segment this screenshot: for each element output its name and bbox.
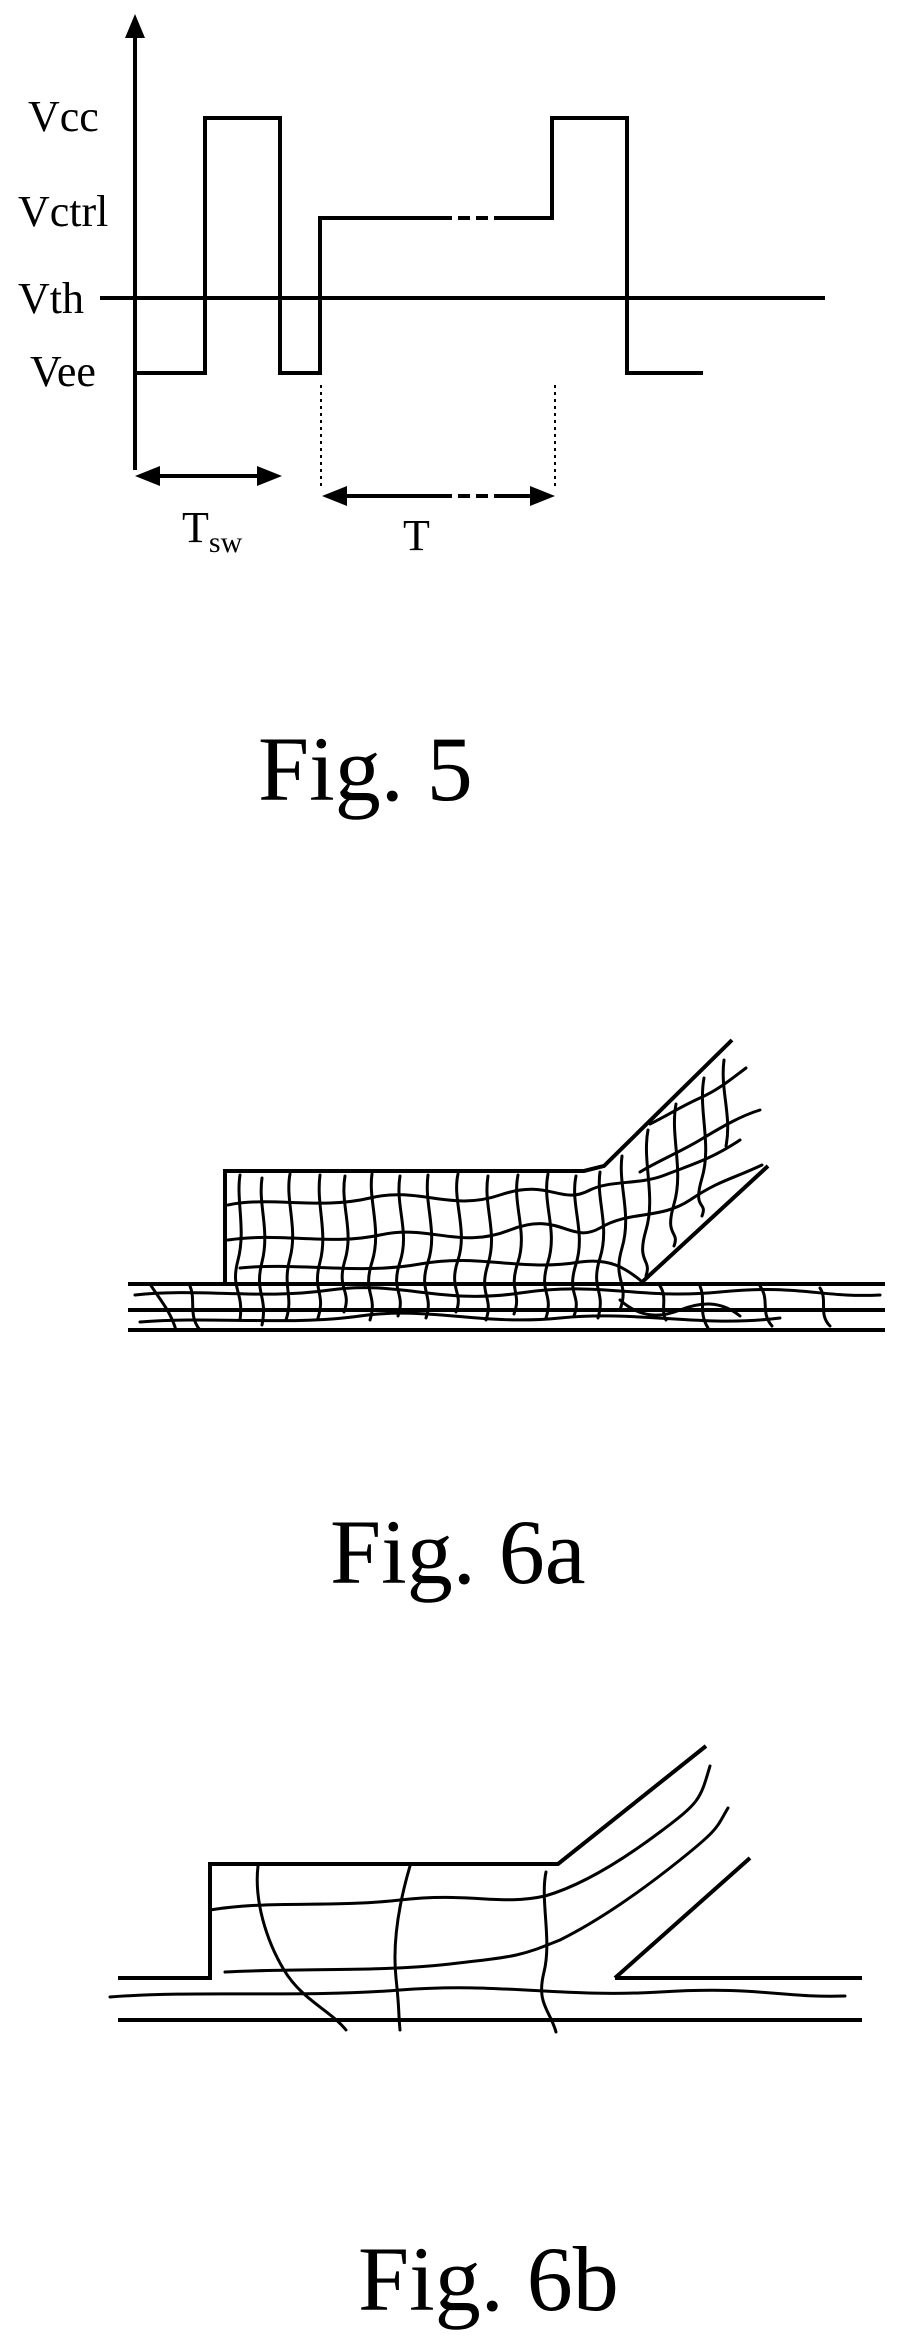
fig6a-mesh-drawing: Fig. 6a (128, 1040, 885, 1603)
fig6a-mesh-b3 (643, 1130, 650, 1276)
fig5-label-t: T (403, 511, 430, 560)
fig6a-mesh-v4 (317, 1175, 322, 1318)
fig6a-mesh-v12 (545, 1174, 552, 1318)
fig6a-mesh-s1 (150, 1284, 176, 1330)
fig6a-mesh-h4 (135, 1288, 880, 1297)
fig6a-mesh-h3 (240, 1260, 640, 1280)
fig6a-branch-lower-edge (640, 1166, 768, 1284)
fig6b-mesh-h2 (225, 1808, 728, 1972)
fig6a-mesh-v3 (286, 1174, 293, 1320)
fig5-label-vctrl: Vctrl (18, 187, 108, 236)
fig6a-mesh-v9 (455, 1174, 462, 1312)
fig5-label-tsw-sub: sw (209, 526, 243, 559)
fig6b-mesh-h1 (210, 1766, 710, 1910)
fig5-tsw-arrow-left-head-icon (135, 466, 160, 486)
fig6b-mesh-v1 (257, 1866, 346, 2030)
fig5-t-arrow-right-head-icon (530, 486, 555, 506)
fig5-tsw-arrow-right-head-icon (257, 466, 282, 486)
fig6a-caption: Fig. 6a (330, 1501, 586, 1603)
fig6a-mesh-b1 (597, 1172, 604, 1318)
fig6a-mesh-v2 (259, 1178, 264, 1325)
fig6b-caption: Fig. 6b (358, 2228, 619, 2330)
fig6a-mesh-b2 (619, 1156, 626, 1310)
fig5-label-vcc: Vcc (28, 92, 99, 141)
fig5-label-tsw: Tsw (182, 503, 243, 559)
fig6a-mesh-b7 (650, 1068, 746, 1124)
fig6a-mesh-v7 (397, 1176, 404, 1316)
fig6b-mesh-v2 (395, 1866, 410, 2030)
fig5-waveform-second-part (500, 118, 703, 373)
fig5-t-arrow-left-head-icon (322, 486, 347, 506)
fig6a-mesh-b4 (671, 1104, 678, 1246)
fig6b-mesh-drawing: Fig. 6b (110, 1746, 862, 2330)
fig6a-mesh-h5 (140, 1313, 780, 1322)
fig6a-mesh-b6 (723, 1060, 728, 1146)
fig5-caption: Fig. 5 (258, 718, 473, 820)
fig6a-mesh-v1 (235, 1175, 241, 1320)
fig5-label-tsw-main: T (182, 503, 209, 552)
fig5-label-vth: Vth (18, 274, 84, 323)
fig5-label-vee: Vee (30, 347, 96, 396)
fig6a-mesh-v5 (342, 1176, 348, 1312)
fig6a-mesh-v13 (573, 1176, 580, 1316)
fig6b-mesh-h3 (110, 1988, 845, 1997)
fig5-waveform (135, 118, 440, 373)
fig5-y-axis-arrow-icon (125, 14, 145, 38)
fig6b-outline-right (615, 1858, 750, 1978)
fig5-timing-diagram: Vcc Vctrl Vth Vee Tsw T Fig. 5 (18, 14, 825, 820)
